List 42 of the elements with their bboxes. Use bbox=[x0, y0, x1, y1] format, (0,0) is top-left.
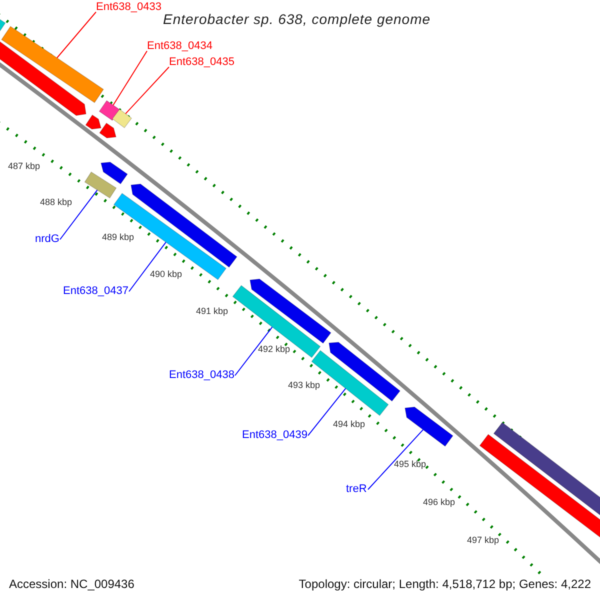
position-label: 491 kbp bbox=[196, 306, 228, 317]
leader-line bbox=[60, 190, 98, 240]
position-label: 496 kbp bbox=[423, 497, 456, 508]
genome-info-text: Topology: circular; Length: 4,518,712 bp; Genes: 4,222 bbox=[298, 576, 591, 593]
gene-label: Ent638_0433 bbox=[96, 1, 162, 14]
gene-segment bbox=[232, 284, 321, 358]
gene-label: Ent638_0434 bbox=[147, 40, 212, 53]
gene-segment bbox=[84, 171, 117, 199]
gene-segment bbox=[0, 40, 86, 116]
position-label: 492 kbp bbox=[258, 344, 290, 355]
leader-line bbox=[125, 66, 170, 114]
position-label: 494 kbp bbox=[333, 419, 366, 430]
gene-label: treR bbox=[346, 483, 367, 496]
gene-segment bbox=[100, 162, 128, 184]
gene-segment bbox=[98, 100, 120, 121]
leader-line bbox=[128, 242, 166, 292]
gene-label: nrdG bbox=[35, 233, 60, 246]
map-title: Enterobacter sp. 638, complete genome bbox=[163, 10, 431, 29]
leader-line bbox=[234, 326, 273, 376]
position-label: 497 kbp bbox=[467, 535, 500, 546]
gene-label: Ent638_0435 bbox=[169, 56, 234, 69]
position-label: 489 kbp bbox=[102, 232, 134, 243]
gene-segment bbox=[328, 342, 401, 402]
position-label: 488 kbp bbox=[40, 197, 72, 208]
gene-segment bbox=[99, 122, 116, 138]
gene-segment bbox=[1, 26, 104, 104]
accession-text: Accession: NC_009436 bbox=[9, 576, 134, 593]
leader-line bbox=[112, 50, 148, 106]
gene-label: Ent638_0439 bbox=[242, 429, 308, 442]
gene-label: Ent638_0437 bbox=[63, 285, 128, 298]
position-label: 487 kbp bbox=[8, 161, 40, 172]
leader-line bbox=[308, 388, 346, 436]
leader-line bbox=[56, 12, 96, 58]
position-label: 495 kbp bbox=[394, 459, 426, 470]
gene-segment bbox=[112, 108, 132, 128]
gene-segment bbox=[250, 278, 332, 344]
leader-line bbox=[368, 429, 424, 490]
gene-segment bbox=[85, 114, 102, 130]
position-label: 490 kbp bbox=[150, 269, 182, 280]
position-label: 493 kbp bbox=[288, 380, 320, 391]
gene-label: Ent638_0438 bbox=[169, 369, 234, 382]
gene-segment bbox=[404, 406, 454, 447]
